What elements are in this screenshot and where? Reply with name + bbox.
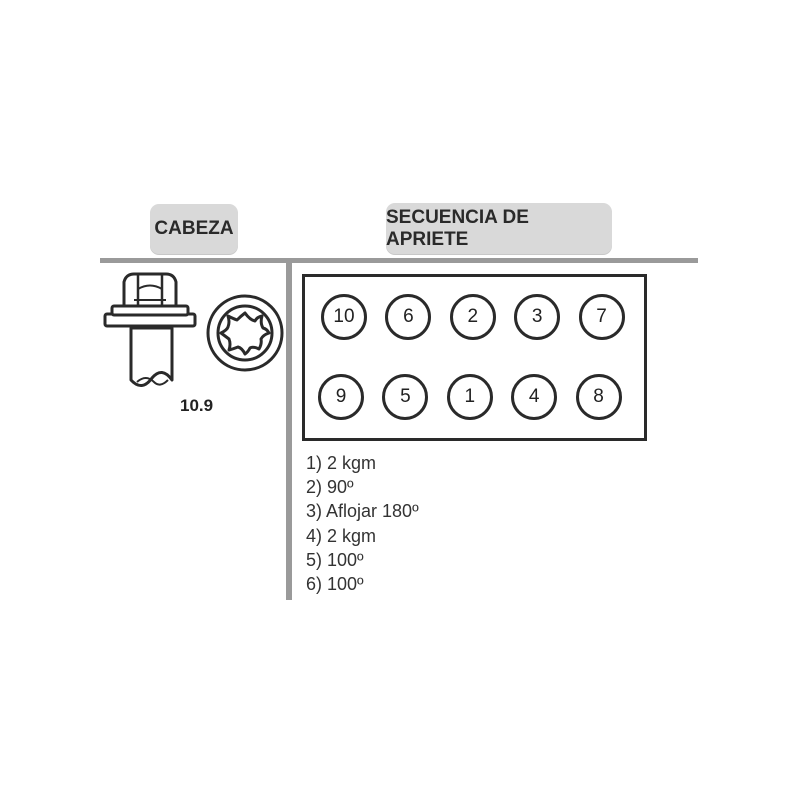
header-head: CABEZA (150, 204, 238, 254)
tightening-steps-list: 1) 2 kgm 2) 90º 3) Aflojar 180º 4) 2 kgm… (306, 451, 419, 596)
tightening-step: 3) Aflojar 180º (306, 501, 419, 522)
bolt-position-2: 2 (449, 294, 496, 340)
header-head-label: CABEZA (154, 218, 234, 239)
bolt-grade: 10.9 (180, 396, 214, 415)
tightening-step: 5) 100º (306, 549, 364, 570)
bolt-position-5: 5 (382, 374, 429, 420)
tightening-step: 1) 2 kgm (306, 453, 377, 473)
bolt-position-1: 1 (446, 374, 493, 420)
header-sequence-label: SECUENCIA DE APRIETE (386, 206, 529, 250)
bolt-position-3: 3 (514, 294, 561, 340)
table-vertical-divider (286, 262, 292, 600)
bolt-position-7: 7 (578, 294, 625, 340)
tightening-step: 2) 90º (306, 477, 354, 498)
bolt-position-9: 9 (318, 374, 364, 420)
bolt-position-8: 8 (575, 374, 622, 420)
bolt-side-view-icon (103, 272, 197, 387)
bolt-position-4: 4 (511, 374, 558, 420)
table-horizontal-divider (100, 258, 698, 263)
bolt-position-6: 6 (385, 294, 432, 340)
header-tightening-sequence: SECUENCIA DE APRIETE (386, 203, 612, 254)
tightening-step: 6) 100º (306, 574, 364, 595)
tightening-step: 4) 2 kgm (306, 525, 377, 546)
bolt-top-view-icon (206, 294, 284, 372)
bolt-position-10: 10 (321, 294, 367, 340)
